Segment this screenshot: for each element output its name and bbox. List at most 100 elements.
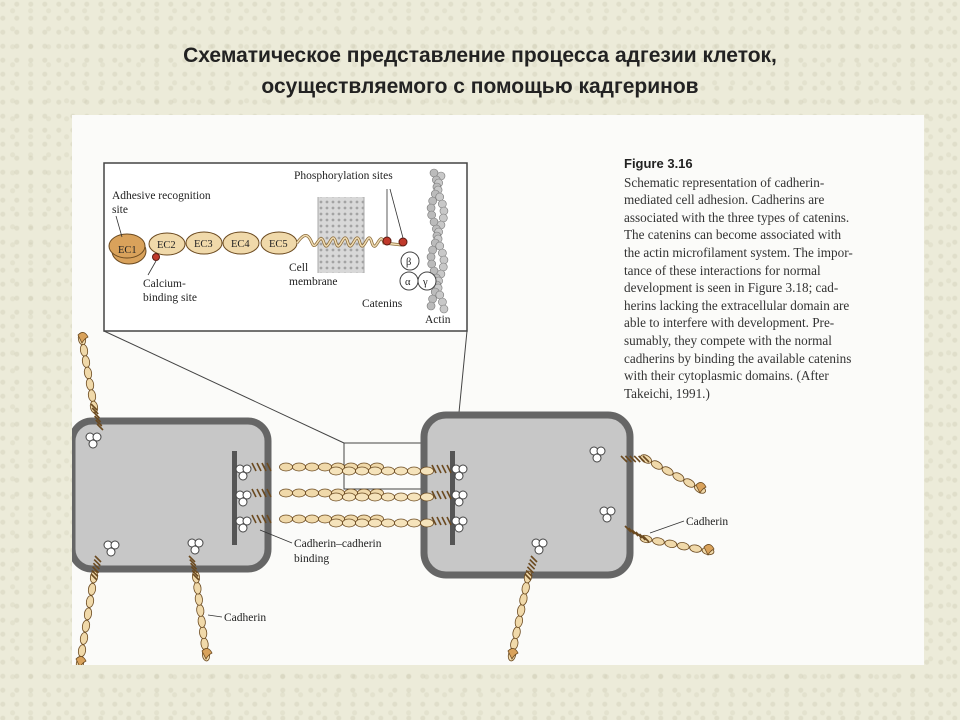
cadherin-bead bbox=[381, 466, 395, 476]
cadherin-bead bbox=[305, 488, 319, 498]
bonded-cadherin-pair bbox=[251, 462, 452, 476]
cadherin-bead bbox=[329, 466, 343, 476]
ec3-domain bbox=[185, 231, 223, 255]
catenin-circle bbox=[606, 506, 616, 516]
caption-line: herins lacking the extracellular domain … bbox=[624, 297, 850, 313]
actin-bead bbox=[428, 245, 437, 255]
catenin-cluster bbox=[589, 446, 606, 463]
catenin-circle bbox=[110, 540, 120, 550]
catenin-circle bbox=[242, 490, 252, 500]
catenin-circle bbox=[454, 471, 464, 481]
free-cadherin-helix bbox=[624, 525, 650, 543]
catenin-cluster bbox=[85, 432, 102, 449]
cadherin-diagram: EC1 EC2 EC3 EC4 EC5 β α γ Adhesive bbox=[72, 162, 728, 665]
ec4-domain bbox=[222, 231, 260, 255]
actin-bead bbox=[438, 297, 447, 307]
ec1-cap bbox=[75, 656, 87, 665]
cadherin-bead bbox=[279, 488, 293, 498]
cell-right-membrane-plaque bbox=[450, 451, 455, 545]
alpha-label: α bbox=[405, 277, 411, 288]
ec1-cap bbox=[507, 648, 519, 660]
helix-turn bbox=[633, 455, 641, 463]
ec1-cap bbox=[703, 544, 715, 556]
cadherin-bead bbox=[664, 539, 678, 548]
catenin-circle bbox=[538, 538, 548, 548]
helix-turn bbox=[441, 464, 447, 474]
helix-turn bbox=[530, 555, 538, 563]
helix-turn bbox=[620, 455, 628, 463]
helix-turn bbox=[94, 555, 102, 563]
title-line-1: Схематическое представление процесса адг… bbox=[183, 44, 777, 67]
catenin-circle bbox=[88, 439, 98, 449]
cadherin-bead bbox=[79, 632, 89, 645]
caption-line: associated with the three types of caten… bbox=[624, 209, 850, 225]
bonded-cadherin-pair bbox=[251, 488, 452, 502]
catenin-circle bbox=[592, 453, 602, 463]
helix-turn bbox=[188, 555, 196, 563]
helix-turn bbox=[266, 488, 272, 498]
helix-turn bbox=[92, 566, 100, 574]
helix-turn bbox=[638, 455, 646, 463]
cadherin-bead bbox=[521, 581, 530, 595]
helix-turn bbox=[256, 514, 262, 524]
helix-turn bbox=[192, 573, 200, 581]
cell-left bbox=[72, 417, 272, 573]
helix-turn bbox=[642, 535, 650, 543]
ec3-label: EC3 bbox=[194, 239, 213, 250]
inset-box: EC1 EC2 EC3 EC4 EC5 β α γ Adhesive bbox=[103, 162, 468, 332]
cadherin-bead bbox=[329, 518, 343, 528]
helix-turn bbox=[436, 490, 442, 500]
free-cadherin-left-mid bbox=[191, 570, 213, 662]
cadherin-bead bbox=[420, 492, 434, 502]
figure-panel: EC1 EC2 EC3 EC4 EC5 β α γ Adhesive bbox=[72, 115, 924, 665]
helix-turn bbox=[624, 525, 632, 533]
cadherin-bead bbox=[381, 518, 395, 528]
zoom-line-left bbox=[103, 330, 345, 444]
cadherin-bead bbox=[81, 355, 91, 369]
catenin-cluster bbox=[531, 538, 548, 555]
ec1-cap bbox=[201, 648, 213, 660]
gamma-catenin bbox=[417, 271, 437, 291]
cadherin-bead bbox=[77, 644, 87, 658]
ec1-cap bbox=[108, 233, 146, 259]
ec5-label: EC5 bbox=[269, 239, 288, 250]
helix-turn bbox=[92, 562, 100, 570]
catenin-cluster bbox=[451, 490, 468, 507]
caption-line: development is seen in Figure 3.18; cad- bbox=[624, 280, 839, 296]
cadherin-bead bbox=[394, 492, 408, 502]
caption-line: cadherins by binding the available caten… bbox=[624, 350, 852, 366]
helix-turn bbox=[94, 415, 102, 423]
cadherin-bead bbox=[407, 518, 421, 528]
helix-turn bbox=[635, 531, 643, 539]
cadherin-bead bbox=[381, 492, 395, 502]
helix-turn bbox=[446, 516, 452, 526]
cadherin-bead bbox=[394, 518, 408, 528]
cadherin-bead bbox=[279, 514, 293, 524]
helix-turn bbox=[628, 527, 636, 535]
free-cadherin-helix bbox=[90, 403, 104, 431]
catenin-circle bbox=[194, 538, 204, 548]
catenin-circle bbox=[534, 545, 544, 555]
cadherin-bead bbox=[368, 492, 382, 502]
cadherin-bead bbox=[87, 582, 97, 596]
free-cadherin-left-bottom bbox=[75, 570, 99, 665]
actin-bead bbox=[428, 196, 437, 206]
helix-turn bbox=[96, 423, 104, 431]
cadherin-bead bbox=[407, 492, 421, 502]
catenin-circle bbox=[242, 516, 252, 526]
cadherin-bead bbox=[305, 514, 319, 524]
helix-turn bbox=[526, 566, 534, 574]
cadherin-bead bbox=[199, 626, 208, 640]
catenin-circle bbox=[458, 464, 468, 474]
helix-turn bbox=[629, 455, 637, 463]
cadherin-bead bbox=[676, 542, 690, 551]
bonded-cadherin-pair bbox=[251, 514, 452, 528]
helix-turn bbox=[190, 562, 198, 570]
helix-turn bbox=[91, 569, 99, 577]
cadherin-bead bbox=[420, 518, 434, 528]
actin-bead bbox=[426, 301, 436, 311]
actin-bead bbox=[438, 199, 447, 209]
catenin-circle bbox=[190, 545, 200, 555]
helix-turn bbox=[431, 516, 437, 526]
gamma-label: γ bbox=[422, 277, 428, 288]
